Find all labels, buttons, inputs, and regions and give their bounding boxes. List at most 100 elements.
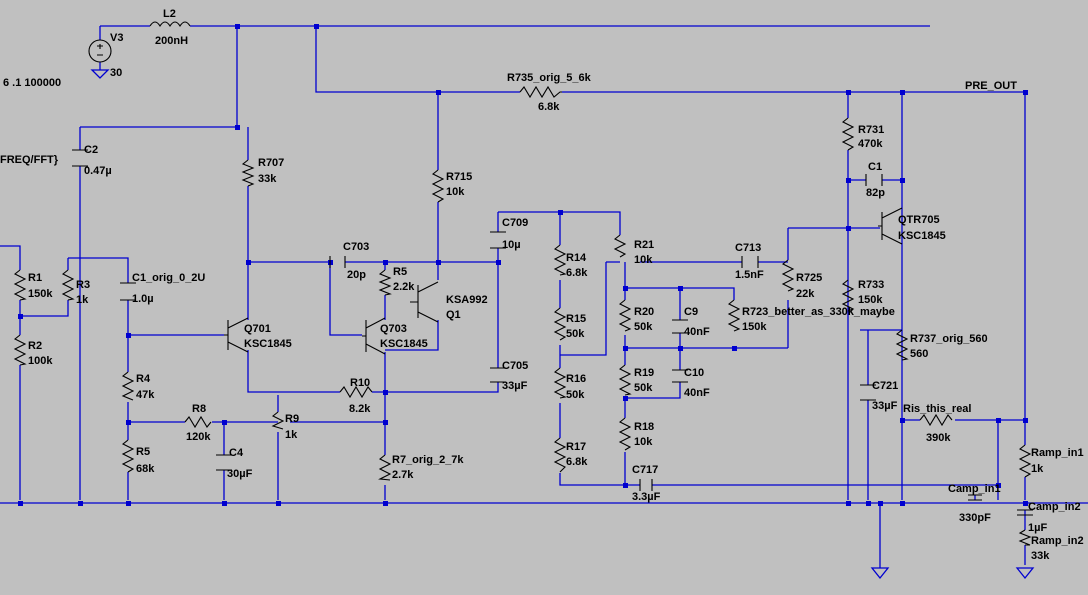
r737-value-label: 560	[910, 348, 928, 360]
c4-value-label: 30µF	[227, 468, 253, 480]
v3-ref-label: V3	[110, 32, 123, 44]
r4-value-label: 47k	[136, 389, 155, 401]
r725-ref-label: R725	[796, 272, 822, 284]
r17-ref-label: R17	[566, 441, 586, 453]
c1-value-label: 82p	[866, 187, 885, 199]
r5b-value-label: 68k	[136, 463, 155, 475]
c705-ref-label: C705	[502, 360, 528, 372]
ramp-in1-ref-label: Ramp_in1	[1031, 447, 1084, 459]
ris-ref-label: Ris_this_real	[903, 403, 971, 415]
r9-value-label: 1k	[285, 429, 298, 441]
r20-value-label: 50k	[634, 321, 653, 333]
r16-ref-label: R16	[566, 373, 586, 385]
r21-value-label: 10k	[634, 254, 653, 266]
r2-value-label: 100k	[28, 355, 53, 367]
r707-ref-label: R707	[258, 157, 284, 169]
l2-value-label: 200nH	[155, 35, 188, 47]
l2-ref-label: L2	[163, 8, 176, 20]
q703-ref-label: Q703	[380, 323, 407, 335]
c2-ref-label: C2	[84, 144, 98, 156]
v3-value-label: 30	[110, 67, 122, 79]
camp-in1-ref-label: Camp_in1	[948, 483, 1001, 495]
r715-ref-label: R715	[446, 171, 472, 183]
r15-ref-label: R15	[566, 313, 586, 325]
c1-ref-label: C1	[868, 161, 882, 173]
c10-value-label: 40nF	[684, 387, 710, 399]
r3-ref-label: R3	[76, 279, 90, 291]
camp-in2-value-label: 1µF	[1028, 522, 1047, 534]
labels: V3 30 L2 200nH 6 .1 100000 FREQ/FFT} R73…	[0, 8, 1084, 562]
c703-ref-label: C703	[343, 241, 369, 253]
r725-value-label: 22k	[796, 288, 815, 300]
r14-ref-label: R14	[566, 252, 587, 264]
c721-value-label: 33µF	[872, 400, 898, 412]
qtr705-ref-label: QTR705	[898, 214, 940, 226]
l2-inductor-symbol	[149, 21, 191, 28]
r2-ref-label: R2	[28, 340, 42, 352]
ramp-in2-ref-label: Ramp_in2	[1031, 535, 1084, 547]
c705-value-label: 33µF	[502, 380, 528, 392]
ground-symbols	[870, 567, 1035, 580]
wires	[0, 25, 1088, 568]
ramp-in1-value-label: 1k	[1031, 463, 1044, 475]
r733-ref-label: R733	[858, 279, 884, 291]
r1-value-label: 150k	[28, 288, 53, 300]
r8-ref-label: R8	[192, 403, 206, 415]
c9-ref-label: C9	[684, 306, 698, 318]
r15-value-label: 50k	[566, 328, 585, 340]
c1-orig-ref-label: C1_orig_0_2U	[132, 272, 205, 284]
r707-value-label: 33k	[258, 173, 277, 185]
r735-value-label: 6.8k	[538, 101, 560, 113]
r735-ref-label: R735_orig_5_6k	[507, 72, 592, 84]
r7-value-label: 2.7k	[392, 469, 414, 481]
pre-out-net-label: PRE_OUT	[965, 80, 1017, 92]
qtr705-model-label: KSC1845	[898, 230, 946, 242]
r8-value-label: 120k	[186, 431, 211, 443]
v3-source-symbol	[88, 39, 112, 79]
r19-value-label: 50k	[634, 382, 653, 394]
c717-ref-label: C717	[632, 464, 658, 476]
r18-ref-label: R18	[634, 421, 654, 433]
r16-value-label: 50k	[566, 389, 585, 401]
camp-in1-value-label: 330pF	[959, 512, 991, 524]
camp-in2-ref-label: Camp_in2	[1028, 501, 1081, 513]
r737-ref-label: R737_orig_560	[910, 333, 988, 345]
ris-value-label: 390k	[926, 432, 951, 444]
c709-ref-label: C709	[502, 217, 528, 229]
transistor-symbols	[224, 207, 903, 355]
q701-ref-label: Q701	[244, 323, 271, 335]
r5a-ref-label: R5	[393, 266, 407, 278]
c10-ref-label: C10	[684, 367, 704, 379]
r5b-ref-label: R5	[136, 446, 150, 458]
r3-value-label: 1k	[76, 294, 89, 306]
r10-value-label: 8.2k	[349, 403, 371, 415]
c713-ref-label: C713	[735, 242, 761, 254]
c4-ref-label: C4	[229, 447, 244, 459]
q703-model-label: KSC1845	[380, 338, 428, 350]
directive-text-2: FREQ/FFT}	[0, 154, 59, 166]
c2-value-label: 0.47µ	[84, 165, 112, 177]
r10-ref-label: R10	[350, 377, 370, 389]
r5a-value-label: 2.2k	[393, 281, 415, 293]
r723-ref-label: R723_better_as_330k_maybe	[742, 306, 895, 318]
r14-value-label: 6.8k	[566, 267, 588, 279]
r9-ref-label: R9	[285, 413, 299, 425]
c9-value-label: 40nF	[684, 326, 710, 338]
r731-value-label: 470k	[858, 138, 883, 150]
resistor-symbols	[13, 85, 1032, 546]
c709-value-label: 10µ	[502, 239, 521, 251]
q1-model-label: KSA992	[446, 294, 488, 306]
c721-ref-label: C721	[872, 380, 898, 392]
c717-value-label: 3.3µF	[632, 491, 661, 503]
r7-ref-label: R7_orig_2_7k	[392, 454, 464, 466]
c1-orig-value-label: 1.0µ	[132, 293, 154, 305]
r19-ref-label: R19	[634, 367, 654, 379]
r4-ref-label: R4	[136, 373, 151, 385]
junctions	[18, 24, 1028, 506]
r1-ref-label: R1	[28, 272, 42, 284]
r21-ref-label: R21	[634, 239, 654, 251]
c713-value-label: 1.5nF	[735, 269, 764, 281]
r18-value-label: 10k	[634, 436, 653, 448]
r733-value-label: 150k	[858, 294, 883, 306]
